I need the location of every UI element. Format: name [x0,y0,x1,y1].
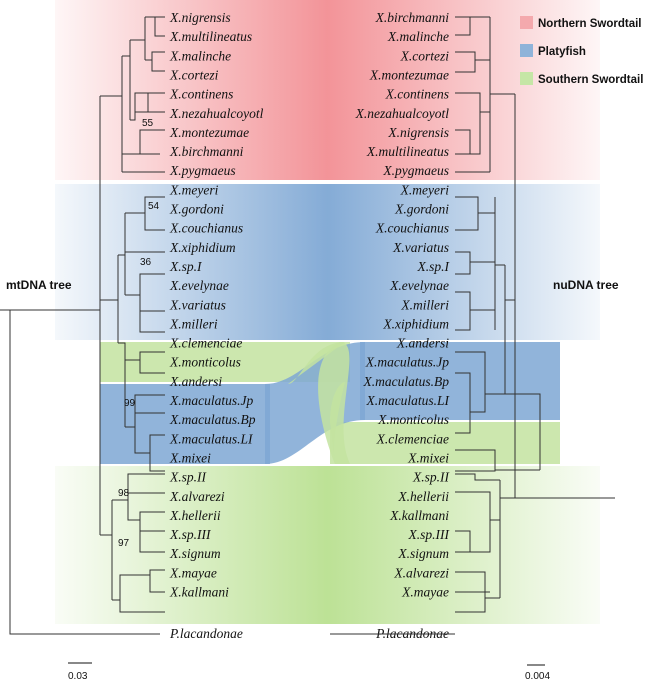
scale-label-right: 0.004 [525,671,550,682]
mtdna-tree-label: mtDNA tree [6,278,72,292]
right-taxon-x-evelynae: X.evelynae [389,278,449,293]
legend-label-northern: Northern Swordtail [538,18,642,30]
right-taxon-x-malinche: X.malinche [387,29,449,44]
ribbon-southern-crossing-2 [318,342,350,464]
left-taxon-x-maculatus-jp: X.maculatus.Jp [169,393,253,408]
ribbon-southern-crossing [288,342,345,464]
nudna-tree-branches [330,16,615,635]
left-taxon-x-evelynae: X.evelynae [169,278,229,293]
left-taxon-x-nezahualcoyotl: X.nezahualcoyotl [169,106,264,121]
right-taxon-x-alvarezi: X.alvarezi [393,565,449,580]
band-southern-right [330,422,560,464]
left-taxon-x-multilineatus: X.multilineatus [169,29,252,44]
left-taxon-x-nigrensis: X.nigrensis [169,10,231,25]
right-taxon-x-sp-iii: X.sp.III [408,527,451,542]
right-taxon-x-variatus: X.variatus [392,240,449,255]
left-taxon-x-sp-iii: X.sp.III [169,527,212,542]
bootstrap-values: 55 54 36 99 98 97 [118,118,160,549]
left-taxon-x-xiphidium: X.xiphidium [169,240,236,255]
right-taxon-x-maculatus-jp: X.maculatus.Jp [365,355,449,370]
left-taxon-x-monticolus: X.monticolus [169,355,241,370]
right-taxon-x-montezumae: X.montezumae [369,67,449,82]
right-taxon-x-gordoni: X.gordoni [394,202,449,217]
right-taxon-x-clemenciae: X.clemenciae [376,431,449,446]
legend-swatch-southern [520,72,533,85]
right-taxon-x-cortezi: X.cortezi [400,48,450,63]
right-taxon-x-continens: X.continens [385,87,449,102]
left-taxon-x-hellerii: X.hellerii [169,508,221,523]
left-taxon-x-continens: X.continens [169,87,233,102]
left-taxon-x-cortezi: X.cortezi [169,67,219,82]
left-taxon-x-sp-i: X.sp.I [169,259,203,274]
right-taxon-x-sp-i: X.sp.I [417,259,451,274]
right-taxon-x-milleri: X.milleri [400,297,449,312]
right-taxon-x-signum: X.signum [397,546,449,561]
right-taxon-x-andersi: X.andersi [396,336,449,351]
bootstrap-98: 98 [118,488,130,499]
right-taxon-x-hellerii: X.hellerii [397,489,449,504]
band-platyfish-right [360,342,560,420]
right-taxon-x-nezahualcoyotl: X.nezahualcoyotl [355,106,450,121]
left-taxon-x-mixei: X.mixei [169,450,211,465]
left-taxon-x-pygmaeus: X.pygmaeus [169,163,236,178]
scale-label-left: 0.03 [68,671,88,682]
left-taxon-x-gordoni: X.gordoni [169,202,224,217]
mtdna-tree-branches [0,16,165,635]
legend-label-southern: Southern Swordtail [538,74,643,86]
band-platyfish-left [100,384,270,464]
left-taxon-x-clemenciae: X.clemenciae [169,336,242,351]
left-taxon-x-montezumae: X.montezumae [169,125,249,140]
left-taxon-x-couchianus: X.couchianus [169,221,243,236]
bootstrap-54: 54 [148,201,160,212]
band-platyfish-top [55,184,600,340]
band-northern-swordtail [55,0,600,180]
right-taxon-x-mayae: X.mayae [401,585,449,600]
right-taxon-x-xiphidium: X.xiphidium [382,316,449,331]
legend: Northern Swordtail Platyfish Southern Sw… [520,16,643,86]
bootstrap-99: 99 [124,398,136,409]
nudna-tree-label: nuDNA tree [553,278,619,292]
legend-swatch-northern [520,16,533,29]
left-taxon-x-alvarezi: X.alvarezi [169,489,225,504]
right-taxon-x-multilineatus: X.multilineatus [366,144,449,159]
right-taxon-x-nigrensis: X.nigrensis [387,125,449,140]
left-taxon-x-signum: X.signum [169,546,221,561]
bootstrap-97: 97 [118,538,130,549]
right-taxon-x-mixei: X.mixei [407,450,449,465]
scale-bars: 0.03 0.004 [68,662,550,682]
bootstrap-36: 36 [140,257,152,268]
left-taxon-p-lacandonae: P.lacandonae [169,626,243,641]
right-taxa-labels: X.birchmanniX.malincheX.corteziX.montezu… [355,10,451,641]
right-taxon-x-couchianus: X.couchianus [375,221,449,236]
right-taxon-x-maculatus-li: X.maculatus.LI [366,393,451,408]
right-taxon-x-pygmaeus: X.pygmaeus [382,163,449,178]
band-southern-bottom [55,466,600,624]
legend-label-platyfish: Platyfish [538,46,586,58]
left-taxon-x-andersi: X.andersi [169,374,222,389]
left-taxon-x-birchmanni: X.birchmanni [169,144,244,159]
left-taxon-x-mayae: X.mayae [169,565,217,580]
legend-swatch-platyfish [520,44,533,57]
right-taxon-x-meyeri: X.meyeri [400,182,450,197]
left-taxon-x-meyeri: X.meyeri [169,182,219,197]
left-taxon-x-variatus: X.variatus [169,297,226,312]
right-taxon-x-birchmanni: X.birchmanni [375,10,450,25]
bootstrap-55: 55 [142,118,154,129]
clade-bands [55,0,600,624]
right-taxon-x-maculatus-bp: X.maculatus.Bp [363,374,450,389]
right-taxon-x-sp-ii: X.sp.II [412,470,450,485]
left-taxon-x-maculatus-li: X.maculatus.LI [169,431,254,446]
right-taxon-x-monticolus: X.monticolus [377,412,449,427]
left-taxon-x-kallmani: X.kallmani [169,585,229,600]
left-taxa-labels: X.nigrensisX.multilineatusX.malincheX.co… [169,10,264,641]
left-taxon-x-malinche: X.malinche [169,48,231,63]
left-taxon-x-maculatus-bp: X.maculatus.Bp [169,412,256,427]
left-taxon-x-sp-ii: X.sp.II [169,470,207,485]
right-taxon-x-kallmani: X.kallmani [389,508,449,523]
left-taxon-x-milleri: X.milleri [169,316,218,331]
